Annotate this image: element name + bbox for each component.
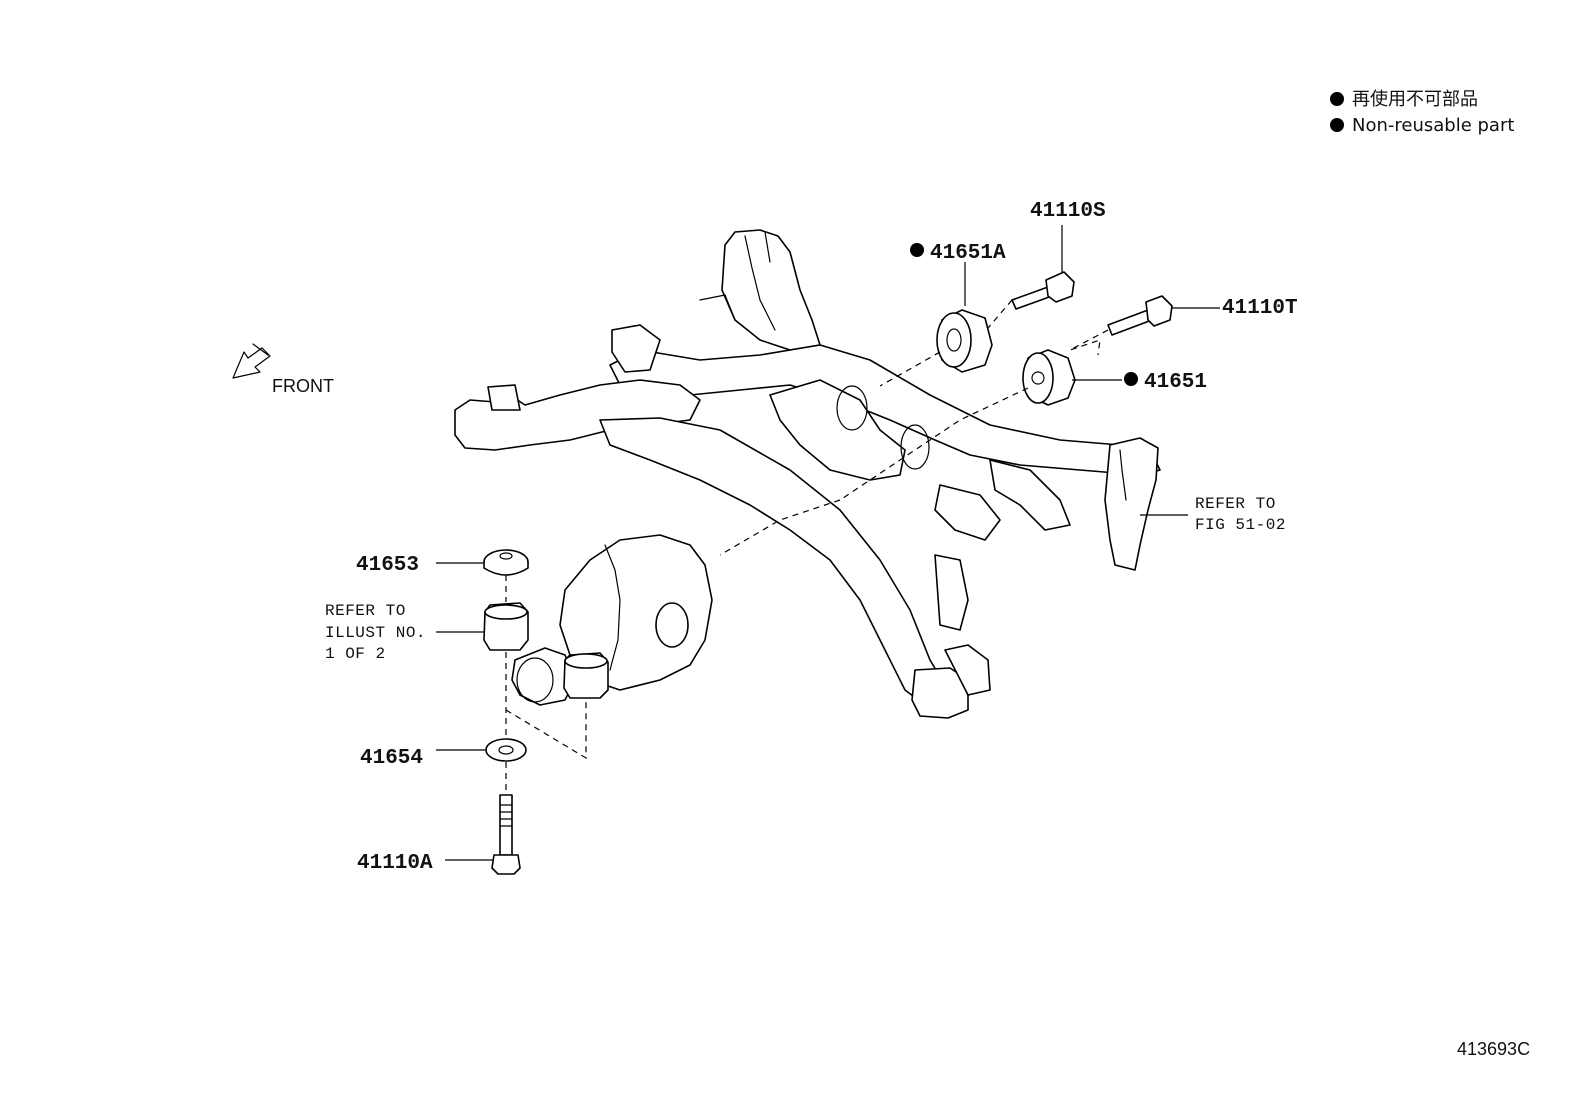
bushing-41651a — [936, 309, 993, 373]
legend: 再使用不可部品 Non-reusable part — [1330, 89, 1514, 136]
refer-fig-line-2: FIG 51-02 — [1195, 516, 1286, 534]
part-label-41110t: 41110T — [1222, 297, 1298, 320]
refer-illust-line-1: REFER TO — [325, 602, 406, 620]
bolt-41110t — [1107, 295, 1173, 336]
refer-illust-line-2: ILLUST NO. — [325, 624, 426, 642]
refer-illust-line-3: 1 OF 2 — [325, 645, 386, 663]
part-label-41651: 41651 — [1144, 371, 1207, 394]
washer-41653 — [483, 549, 529, 576]
part-labels: 41110S 41651A 41110T 41651 41653 41654 4… — [325, 200, 1530, 1059]
front-arrow-icon — [232, 347, 271, 379]
part-label-41110s: 41110S — [1030, 200, 1106, 223]
front-label: FRONT — [272, 376, 334, 396]
bushing-41651 — [1022, 349, 1076, 406]
part-label-41654: 41654 — [360, 747, 423, 770]
legend-line-jp: 再使用不可部品 — [1352, 89, 1478, 110]
front-indicator: FRONT — [232, 343, 334, 396]
non-reusable-marker-icon — [1124, 372, 1138, 386]
assembly-lines — [505, 299, 1109, 795]
bolt-41110s — [1011, 271, 1075, 310]
refer-fig-line-1: REFER TO — [1195, 495, 1276, 513]
legend-line-en: Non-reusable part — [1352, 115, 1514, 136]
leader-lines — [436, 225, 1220, 861]
diagram-id: 413693C — [1457, 1039, 1530, 1059]
rear-suspension-member — [454, 229, 1161, 719]
non-reusable-marker-icon — [1330, 118, 1344, 132]
washer-41654 — [485, 738, 527, 762]
part-label-41651a: 41651A — [930, 242, 1006, 265]
non-reusable-marker-icon — [1330, 92, 1344, 106]
part-label-41110a: 41110A — [357, 852, 433, 875]
bolt-41110a — [491, 794, 521, 875]
part-label-41653: 41653 — [356, 554, 419, 577]
non-reusable-marker-icon — [910, 243, 924, 257]
differential-carrier — [483, 534, 713, 706]
